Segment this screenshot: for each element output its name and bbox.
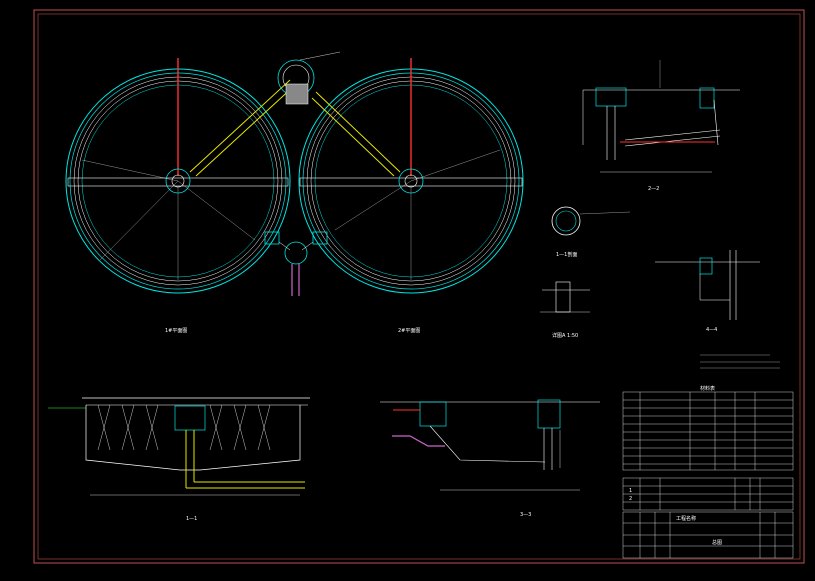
- section-4-4: [655, 250, 760, 320]
- plan-view-tank-1: [65, 58, 295, 294]
- title-block-drawing-name: 总图: [712, 540, 723, 546]
- title-block-header: 工程名称: [676, 516, 697, 522]
- section-label-1-1: 1—1: [186, 516, 198, 522]
- section-3-3: [380, 399, 600, 491]
- drawing-frame-outer: [33, 9, 805, 564]
- material-table-title: 材料表: [700, 386, 716, 392]
- plan-label-2: 2#平面图: [398, 328, 421, 334]
- plan-label-1: 1#平面图: [165, 328, 188, 334]
- material-table: [622, 391, 794, 471]
- section-1-1: [48, 397, 310, 496]
- title-block: [622, 477, 794, 559]
- section-label-2-2: 2—2: [648, 186, 660, 192]
- section-label-3-3: 3—3: [520, 512, 532, 518]
- detail-a: [540, 281, 590, 313]
- notes-block: [700, 354, 780, 369]
- detail-pipe-section: [551, 206, 631, 236]
- plan-view-tank-2: [298, 58, 524, 294]
- sludge-well-bottom: [264, 231, 328, 296]
- revision-row-1: 1: [629, 488, 633, 494]
- section-label-4-4: 4—4: [706, 327, 718, 333]
- drawing-frame-inner: [37, 13, 801, 560]
- distribution-well-top: [277, 51, 341, 105]
- detail-label: 详图A 1:50: [552, 333, 579, 339]
- detail-label-2: 1—1剖面: [556, 252, 578, 258]
- revision-row-2: 2: [629, 496, 633, 502]
- section-2-2: [582, 60, 740, 173]
